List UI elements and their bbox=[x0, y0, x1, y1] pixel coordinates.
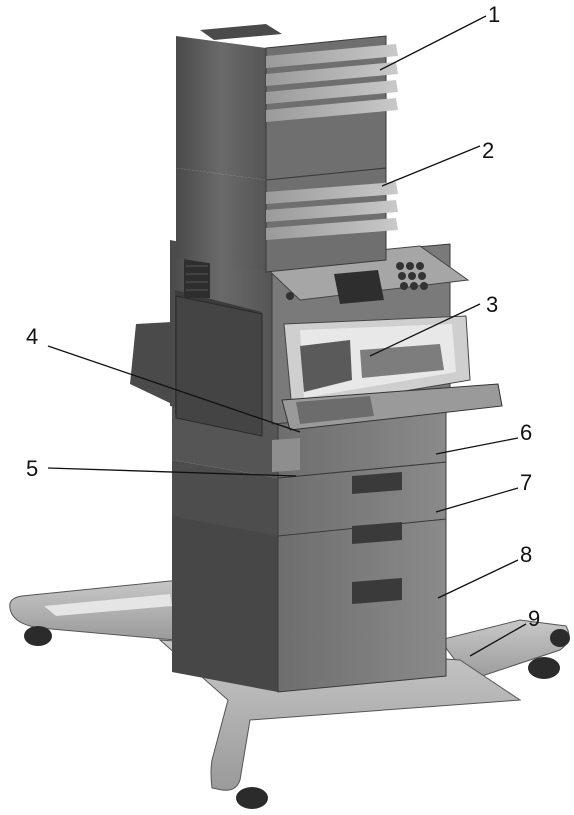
callout-number-3: 3 bbox=[486, 292, 498, 317]
caster bbox=[528, 657, 560, 679]
keypad[interactable] bbox=[396, 262, 428, 290]
callout-leader-1 bbox=[379, 15, 487, 71]
callout-leader-8 bbox=[437, 559, 519, 599]
power-button[interactable] bbox=[286, 292, 294, 300]
vent-grille bbox=[184, 258, 210, 298]
callout-number-4: 4 bbox=[26, 324, 38, 349]
caster bbox=[550, 629, 570, 647]
tray-handle[interactable] bbox=[352, 472, 402, 494]
callout-number-1: 1 bbox=[488, 2, 500, 27]
callout-number-2: 2 bbox=[482, 138, 494, 163]
callouts: 1 2 3 4 5 6 7 8 9 bbox=[26, 2, 540, 657]
callout-number-5: 5 bbox=[26, 456, 38, 481]
high-capacity-drawer bbox=[172, 515, 447, 693]
caster bbox=[236, 787, 268, 809]
callout-leader-2 bbox=[381, 145, 481, 187]
toner-cartridge bbox=[300, 340, 352, 392]
callout-leader-3 bbox=[369, 303, 481, 357]
callout-leader-7 bbox=[435, 487, 519, 513]
optional-tray-3 bbox=[172, 460, 447, 544]
front-door-open[interactable] bbox=[283, 315, 471, 411]
callout-number-8: 8 bbox=[520, 542, 532, 567]
callout-leader-9 bbox=[469, 623, 527, 657]
printer-body bbox=[130, 240, 470, 472]
display-screen bbox=[334, 270, 384, 304]
multipurpose-feeder[interactable] bbox=[281, 383, 503, 431]
drawer-handle[interactable] bbox=[352, 578, 402, 604]
caster bbox=[24, 626, 52, 646]
callout-leader-4 bbox=[47, 345, 301, 433]
output-expander-upper bbox=[176, 24, 398, 181]
callout-leader-5 bbox=[47, 467, 297, 477]
callout-leader-6 bbox=[435, 437, 519, 455]
callout-number-7: 7 bbox=[520, 470, 532, 495]
callout-number-9: 9 bbox=[528, 606, 540, 631]
callout-number-6: 6 bbox=[520, 420, 532, 445]
output-expander-lower bbox=[176, 167, 398, 273]
tray-handle[interactable] bbox=[352, 522, 402, 544]
